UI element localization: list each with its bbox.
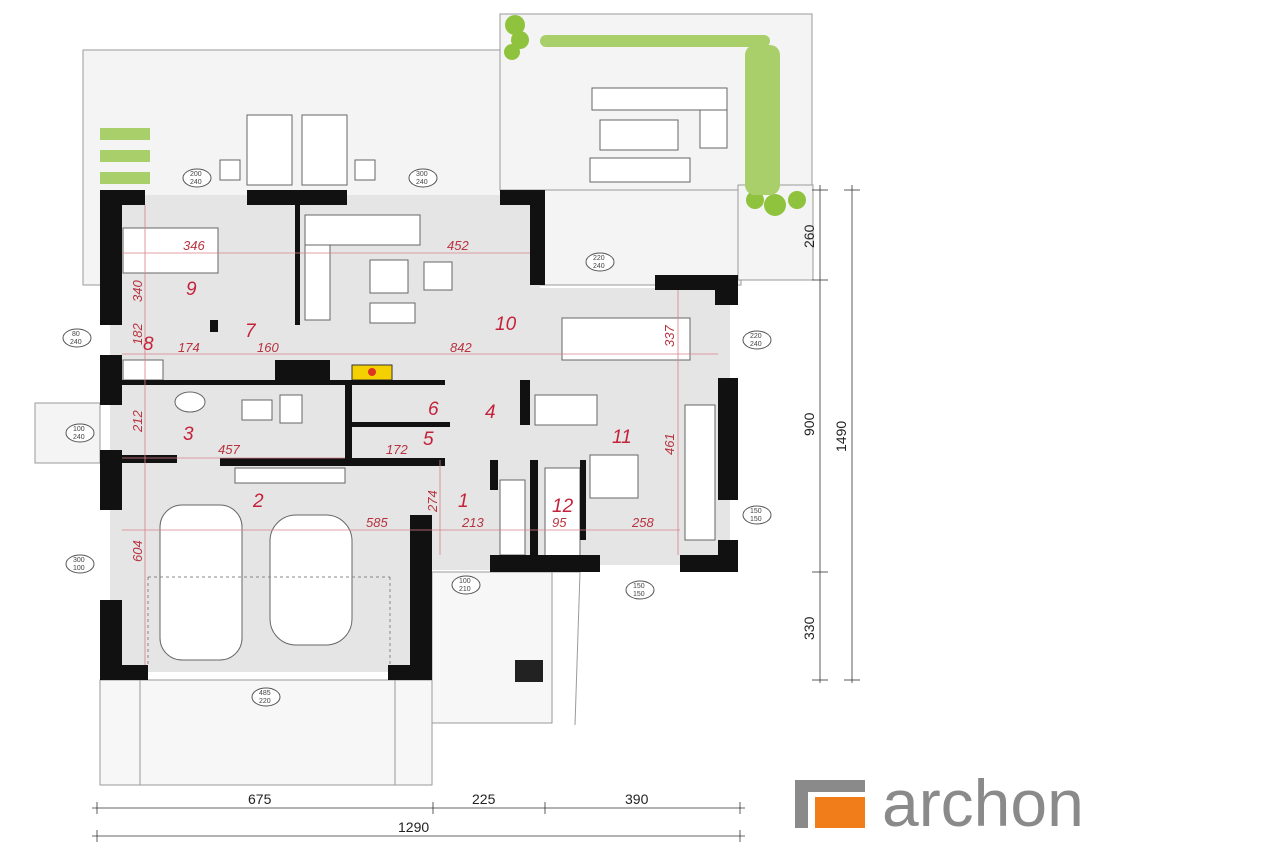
svg-text:archon: archon xyxy=(882,766,1084,840)
svg-text:212: 212 xyxy=(130,410,145,433)
svg-text:337: 337 xyxy=(662,325,677,347)
svg-text:604: 604 xyxy=(130,540,145,562)
ext-dim-1290: 1290 xyxy=(398,819,429,835)
ext-dim-900: 900 xyxy=(801,412,817,436)
room-10: 10 xyxy=(495,314,517,335)
exterior-dimensions-right xyxy=(812,185,860,683)
svg-text:80: 80 xyxy=(72,331,80,338)
svg-text:457: 457 xyxy=(218,442,240,457)
svg-text:100: 100 xyxy=(73,565,85,572)
svg-text:220: 220 xyxy=(259,698,271,705)
ext-dim-330: 330 xyxy=(801,616,817,640)
svg-text:100: 100 xyxy=(73,426,85,433)
svg-text:258: 258 xyxy=(631,515,654,530)
svg-text:485: 485 xyxy=(259,690,271,697)
terrace-furniture xyxy=(219,87,728,186)
svg-text:210: 210 xyxy=(459,586,471,593)
interior-dimensions: 346 452 340 182 174 160 842 337 212 457 … xyxy=(130,238,677,562)
svg-text:220: 220 xyxy=(593,255,605,262)
archon-logo: archon xyxy=(795,766,1084,840)
car-left xyxy=(159,504,243,661)
svg-text:213: 213 xyxy=(461,515,484,530)
car-right xyxy=(269,514,353,646)
svg-text:842: 842 xyxy=(450,340,472,355)
room-12: 12 xyxy=(552,496,574,517)
ext-dim-675: 675 xyxy=(248,791,272,807)
room-11: 11 xyxy=(612,427,632,448)
chimney xyxy=(515,660,543,682)
room-9: 9 xyxy=(186,279,197,300)
svg-text:300: 300 xyxy=(73,557,85,564)
ext-dim-390: 390 xyxy=(625,791,649,807)
room-labels: 1 2 3 4 5 6 7 8 9 10 11 12 xyxy=(143,279,632,517)
dining-table xyxy=(561,317,691,361)
room-6: 6 xyxy=(428,399,439,420)
svg-text:300: 300 xyxy=(416,171,428,178)
svg-text:240: 240 xyxy=(190,179,202,186)
svg-text:150: 150 xyxy=(633,591,645,598)
svg-text:240: 240 xyxy=(416,179,428,186)
svg-text:240: 240 xyxy=(593,263,605,270)
svg-text:150: 150 xyxy=(633,583,645,590)
entrance-paving xyxy=(431,571,553,724)
svg-text:95: 95 xyxy=(552,515,567,530)
ext-dim-1490: 1490 xyxy=(833,421,849,452)
svg-text:174: 174 xyxy=(178,340,200,355)
svg-text:240: 240 xyxy=(750,341,762,348)
room-2: 2 xyxy=(252,491,264,512)
plants xyxy=(100,15,806,216)
room-3: 3 xyxy=(183,424,194,445)
walls xyxy=(100,190,738,680)
room-7: 7 xyxy=(245,321,257,342)
svg-text:340: 340 xyxy=(130,280,145,302)
svg-text:452: 452 xyxy=(447,238,469,253)
svg-text:150: 150 xyxy=(750,516,762,523)
room-4: 4 xyxy=(485,402,496,423)
svg-text:182: 182 xyxy=(130,323,145,345)
room-1: 1 xyxy=(458,491,469,512)
svg-text:461: 461 xyxy=(662,433,677,455)
room-5: 5 xyxy=(423,429,434,450)
svg-text:100: 100 xyxy=(459,578,471,585)
svg-text:346: 346 xyxy=(183,238,205,253)
ext-dim-260: 260 xyxy=(801,224,817,248)
svg-text:160: 160 xyxy=(257,340,279,355)
dimension-lines xyxy=(122,205,718,665)
svg-text:200: 200 xyxy=(190,171,202,178)
svg-text:240: 240 xyxy=(70,339,82,346)
svg-text:220: 220 xyxy=(750,333,762,340)
ext-dim-225: 225 xyxy=(472,791,496,807)
svg-text:172: 172 xyxy=(386,442,408,457)
svg-text:274: 274 xyxy=(425,490,440,513)
room-8: 8 xyxy=(143,334,154,355)
svg-text:240: 240 xyxy=(73,434,85,441)
exterior-dimensions-bottom xyxy=(92,802,745,842)
interior-furniture xyxy=(122,214,716,682)
svg-text:585: 585 xyxy=(366,515,388,530)
svg-text:150: 150 xyxy=(750,508,762,515)
